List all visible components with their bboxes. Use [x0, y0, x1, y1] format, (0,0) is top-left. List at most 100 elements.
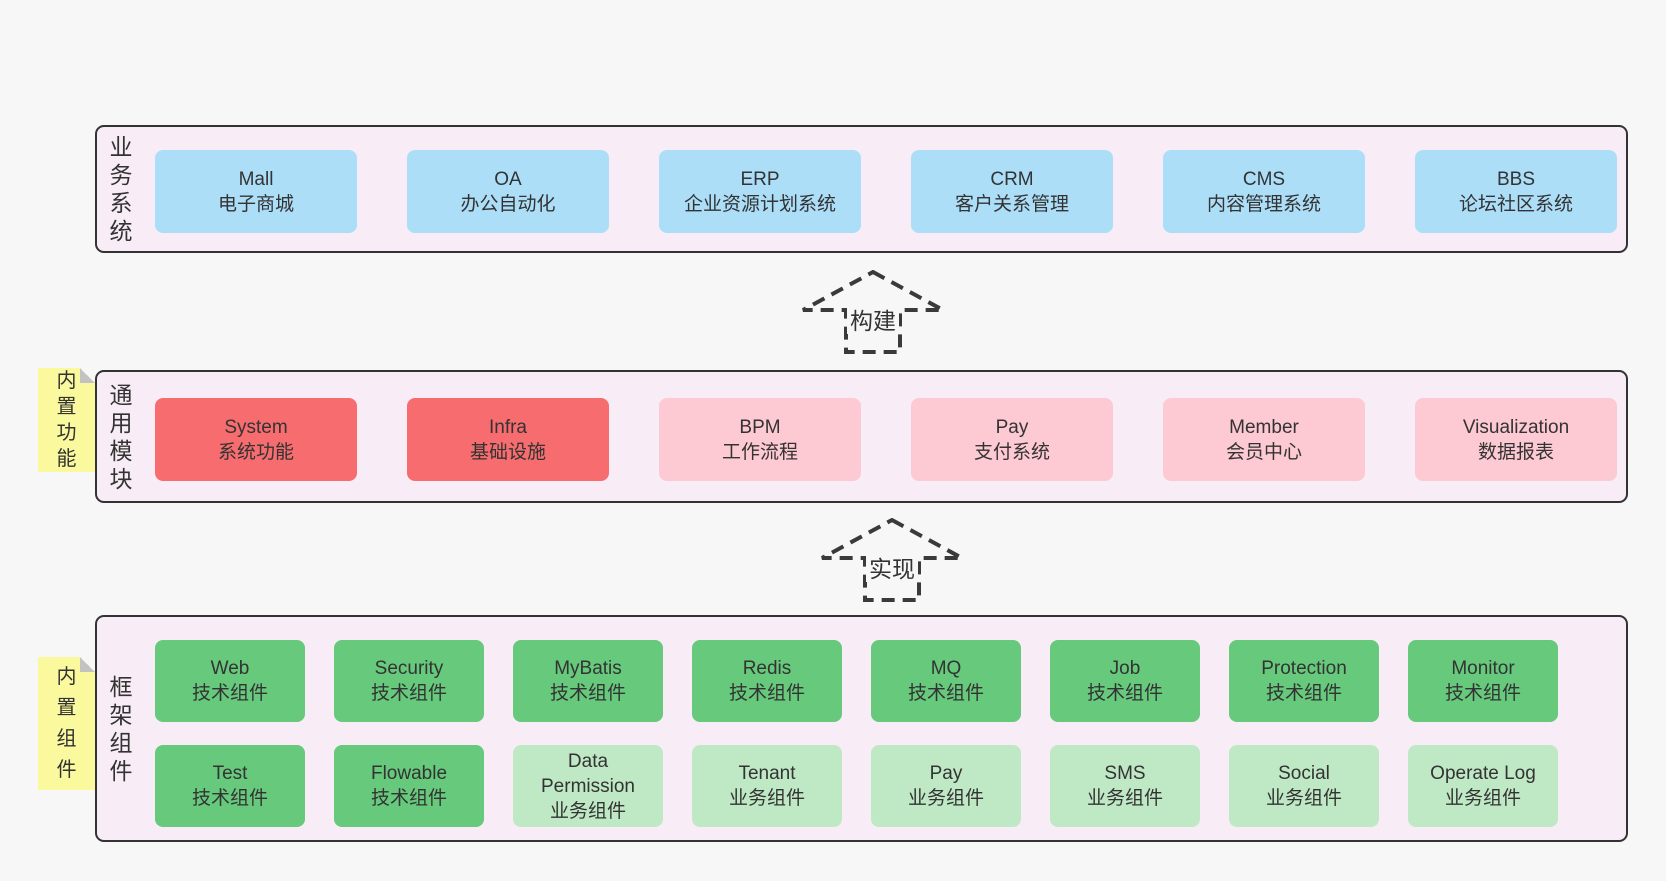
box-title: Member [1229, 416, 1299, 438]
box-subtitle: 技术组件 [549, 683, 626, 704]
box-subtitle: 企业资源计划系统 [683, 193, 836, 215]
box-mq: MQ 技术组件 [871, 640, 1021, 722]
box-subtitle: 业务组件 [549, 800, 626, 822]
arrow-label: 实现 [866, 556, 918, 582]
box-subtitle: 技术组件 [907, 683, 984, 704]
box-mybatis: MyBatis 技术组件 [513, 640, 663, 722]
box-subtitle: 技术组件 [1444, 683, 1521, 704]
business-systems-row: Mall 电子商城 OA 办公自动化 ERP 企业资源计划系统 CRM 客户关系… [155, 150, 1617, 233]
box-subtitle: 业务组件 [907, 788, 984, 809]
box-subtitle: 业务组件 [1265, 788, 1342, 809]
box-subtitle: 数据报表 [1477, 441, 1554, 463]
box-member: Member 会员中心 [1163, 398, 1365, 481]
box-title: MQ [930, 658, 962, 679]
box-subtitle: 技术组件 [370, 788, 447, 809]
sticky-note-label: 内置功能 [56, 370, 77, 470]
box-title: Tenant [738, 763, 796, 784]
box-title: MyBatis [554, 658, 622, 679]
sticky-note-builtin-components: 内置组件 [38, 657, 95, 790]
box-subtitle: 技术组件 [1086, 683, 1163, 704]
box-title: Job [1109, 658, 1141, 679]
box-flowable: Flowable 技术组件 [334, 745, 484, 827]
box-title: System [224, 416, 288, 438]
box-security: Security 技术组件 [334, 640, 484, 722]
box-title: CMS [1242, 168, 1286, 190]
box-title: Mall [238, 168, 274, 190]
up-arrow-dashed-icon [821, 518, 963, 602]
box-social: Social 业务组件 [1229, 745, 1379, 827]
box-title: Web [210, 658, 250, 679]
box-subtitle: 业务组件 [1444, 788, 1521, 809]
box-title: Pay [995, 416, 1029, 438]
box-oa: OA 办公自动化 [407, 150, 609, 233]
box-subtitle: 工作流程 [721, 441, 798, 463]
box-title: CRM [990, 168, 1034, 190]
up-arrow-dashed-icon [802, 270, 944, 354]
box-subtitle: 技术组件 [728, 683, 805, 704]
box-cms: CMS 内容管理系统 [1163, 150, 1365, 233]
box-web: Web 技术组件 [155, 640, 305, 722]
arrow-label: 构建 [847, 308, 899, 334]
implement-arrow: 实现 [821, 518, 963, 602]
sticky-fold-icon [80, 368, 95, 383]
box-title: Visualization [1462, 416, 1570, 438]
sticky-note-builtin-features: 内置功能 [38, 368, 95, 472]
box-sms: SMS 业务组件 [1050, 745, 1200, 827]
box-subtitle: 会员中心 [1225, 441, 1302, 463]
box-test: Test 技术组件 [155, 745, 305, 827]
box-monitor: Monitor 技术组件 [1408, 640, 1558, 722]
box-title: Test [212, 763, 248, 784]
box-subtitle: 业务组件 [728, 788, 805, 809]
sticky-fold-icon [80, 657, 95, 672]
box-title: ERP [740, 168, 780, 190]
box-title: BPM [739, 416, 781, 438]
box-pay-business: Pay 业务组件 [871, 745, 1021, 827]
common-modules-row: System 系统功能 Infra 基础设施 BPM 工作流程 Pay 支付系统… [155, 398, 1617, 481]
band-label-framework-components: 框架组件 [109, 673, 133, 784]
box-data-permission: Data Permission 业务组件 [513, 745, 663, 827]
business-systems-band: 业务系统 Mall 电子商城 OA 办公自动化 ERP 企业资源计划系统 CRM… [95, 125, 1628, 253]
box-bbs: BBS 论坛社区系统 [1415, 150, 1617, 233]
framework-components-row-1: Web 技术组件 Security 技术组件 MyBatis 技术组件 Redi… [155, 640, 1558, 722]
band-label-common-modules: 通用模块 [109, 381, 133, 492]
box-bpm: BPM 工作流程 [659, 398, 861, 481]
box-title: Pay [929, 763, 963, 784]
box-title: Infra [488, 416, 528, 438]
box-mall: Mall 电子商城 [155, 150, 357, 233]
box-erp: ERP 企业资源计划系统 [659, 150, 861, 233]
box-crm: CRM 客户关系管理 [911, 150, 1113, 233]
box-subtitle: 论坛社区系统 [1458, 193, 1573, 215]
framework-components-band: 框架组件 Web 技术组件 Security 技术组件 MyBatis 技术组件… [95, 615, 1628, 842]
box-title: OA [494, 168, 522, 190]
box-subtitle: 电子商城 [217, 193, 294, 215]
box-title: Redis [742, 658, 792, 679]
sticky-note-label: 内置组件 [56, 665, 77, 781]
box-title: SMS [1104, 763, 1146, 784]
box-subtitle: 系统功能 [217, 441, 294, 463]
box-subtitle: 内容管理系统 [1206, 193, 1321, 215]
box-tenant: Tenant 业务组件 [692, 745, 842, 827]
box-pay: Pay 支付系统 [911, 398, 1113, 481]
box-title: Operate Log [1430, 763, 1536, 784]
build-arrow: 构建 [802, 270, 944, 354]
box-subtitle: 业务组件 [1086, 788, 1163, 809]
box-subtitle: 基础设施 [469, 441, 546, 463]
box-title: Security [374, 658, 444, 679]
box-title: Protection [1261, 658, 1347, 679]
box-infra: Infra 基础设施 [407, 398, 609, 481]
box-redis: Redis 技术组件 [692, 640, 842, 722]
box-subtitle: 技术组件 [191, 788, 268, 809]
box-protection: Protection 技术组件 [1229, 640, 1379, 722]
box-subtitle: 办公自动化 [460, 193, 556, 215]
box-subtitle: 支付系统 [973, 441, 1050, 463]
box-system: System 系统功能 [155, 398, 357, 481]
box-title: Data Permission [541, 750, 635, 797]
box-visualization: Visualization 数据报表 [1415, 398, 1617, 481]
band-label-business-systems: 业务系统 [109, 134, 133, 244]
box-subtitle: 技术组件 [191, 683, 268, 704]
framework-components-row-2: Test 技术组件 Flowable 技术组件 Data Permission … [155, 745, 1558, 827]
box-subtitle: 技术组件 [370, 683, 447, 704]
box-title: Social [1278, 763, 1330, 784]
box-title: Flowable [370, 763, 448, 784]
box-job: Job 技术组件 [1050, 640, 1200, 722]
